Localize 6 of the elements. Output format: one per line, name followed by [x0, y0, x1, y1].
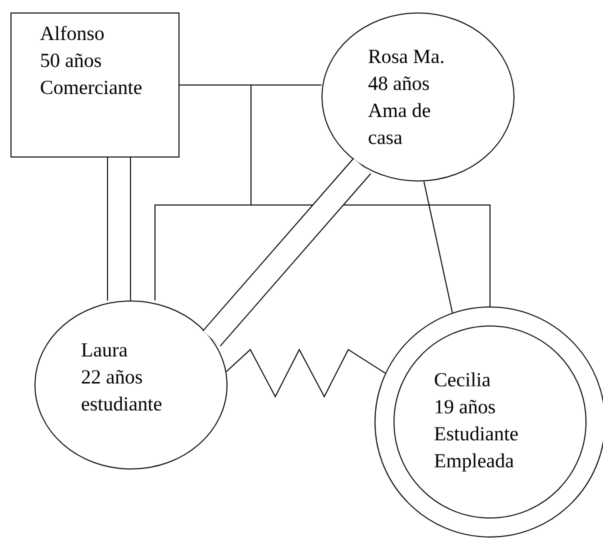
person-box: Alfonso 50 años Comerciante [10, 12, 180, 158]
family-line [154, 84, 490, 307]
double-line [202, 158, 372, 346]
connector-line [423, 180, 453, 314]
double-line [107, 158, 131, 300]
zigzag-line [226, 348, 386, 398]
